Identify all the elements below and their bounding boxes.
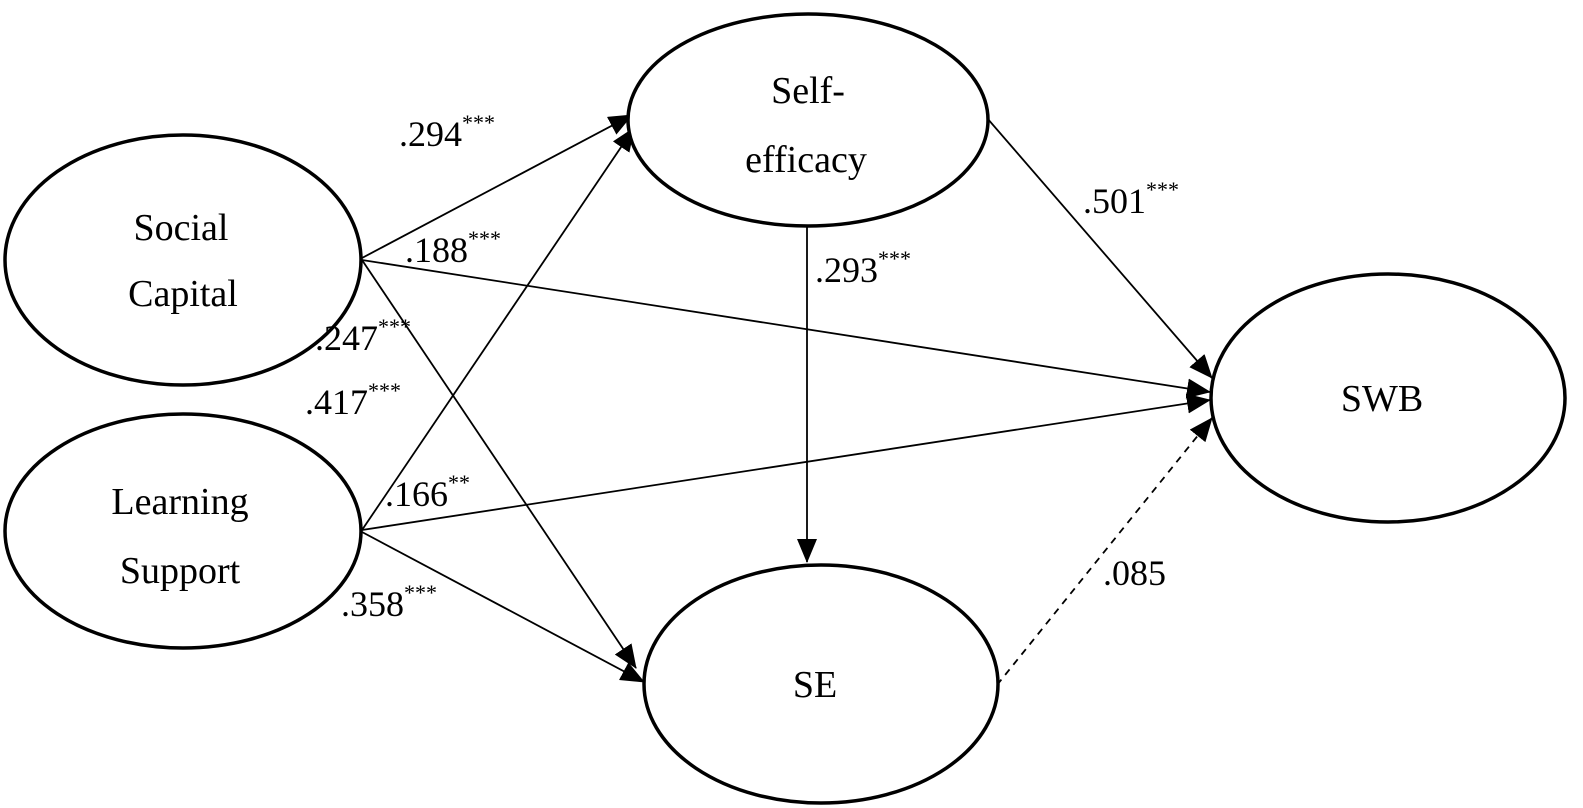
coef-sc-selfefficacy: .294*** [399,110,495,154]
node-social-capital-line2: Capital [128,273,238,315]
node-se-label: SE [793,664,837,706]
paths [361,114,1213,686]
path-ls-selfefficacy [361,127,635,531]
node-social-capital: Social Capital [3,133,363,387]
path-ls-swb [361,393,1211,531]
coef-sc-swb: .188*** [405,226,501,270]
node-swb-label: SWB [1341,378,1423,420]
node-social-capital-line1: Social [134,207,229,249]
coefficient-labels: .294*** .188*** .247*** .417*** .166** .… [305,110,1179,624]
node-learning-support: Learning Support [3,412,363,650]
coef-selfefficacy-swb: .501*** [1083,177,1179,221]
node-self-efficacy: Self- efficacy [626,12,990,228]
path-se-swb [996,417,1213,686]
node-swb: SWB [1209,272,1567,524]
coef-ls-selfefficacy: .417*** [305,378,401,422]
path-sc-se [361,259,637,669]
coef-ls-se: .358*** [341,580,437,624]
node-learning-support-line1: Learning [111,481,248,523]
coef-sc-se: .247*** [315,314,411,358]
node-se: SE [642,563,1000,805]
path-ls-se [361,531,645,683]
coef-se-swb: .085 [1103,553,1166,593]
path-selfefficacy-swb [986,117,1213,379]
coef-selfefficacy-se: .293*** [815,246,911,290]
coef-ls-swb: .166** [385,470,470,514]
path-sc-swb [361,259,1211,399]
path-sc-selfefficacy [361,114,633,259]
node-self-efficacy-line2: efficacy [745,139,867,181]
node-self-efficacy-line1: Self- [771,70,845,112]
node-learning-support-line2: Support [120,550,241,592]
